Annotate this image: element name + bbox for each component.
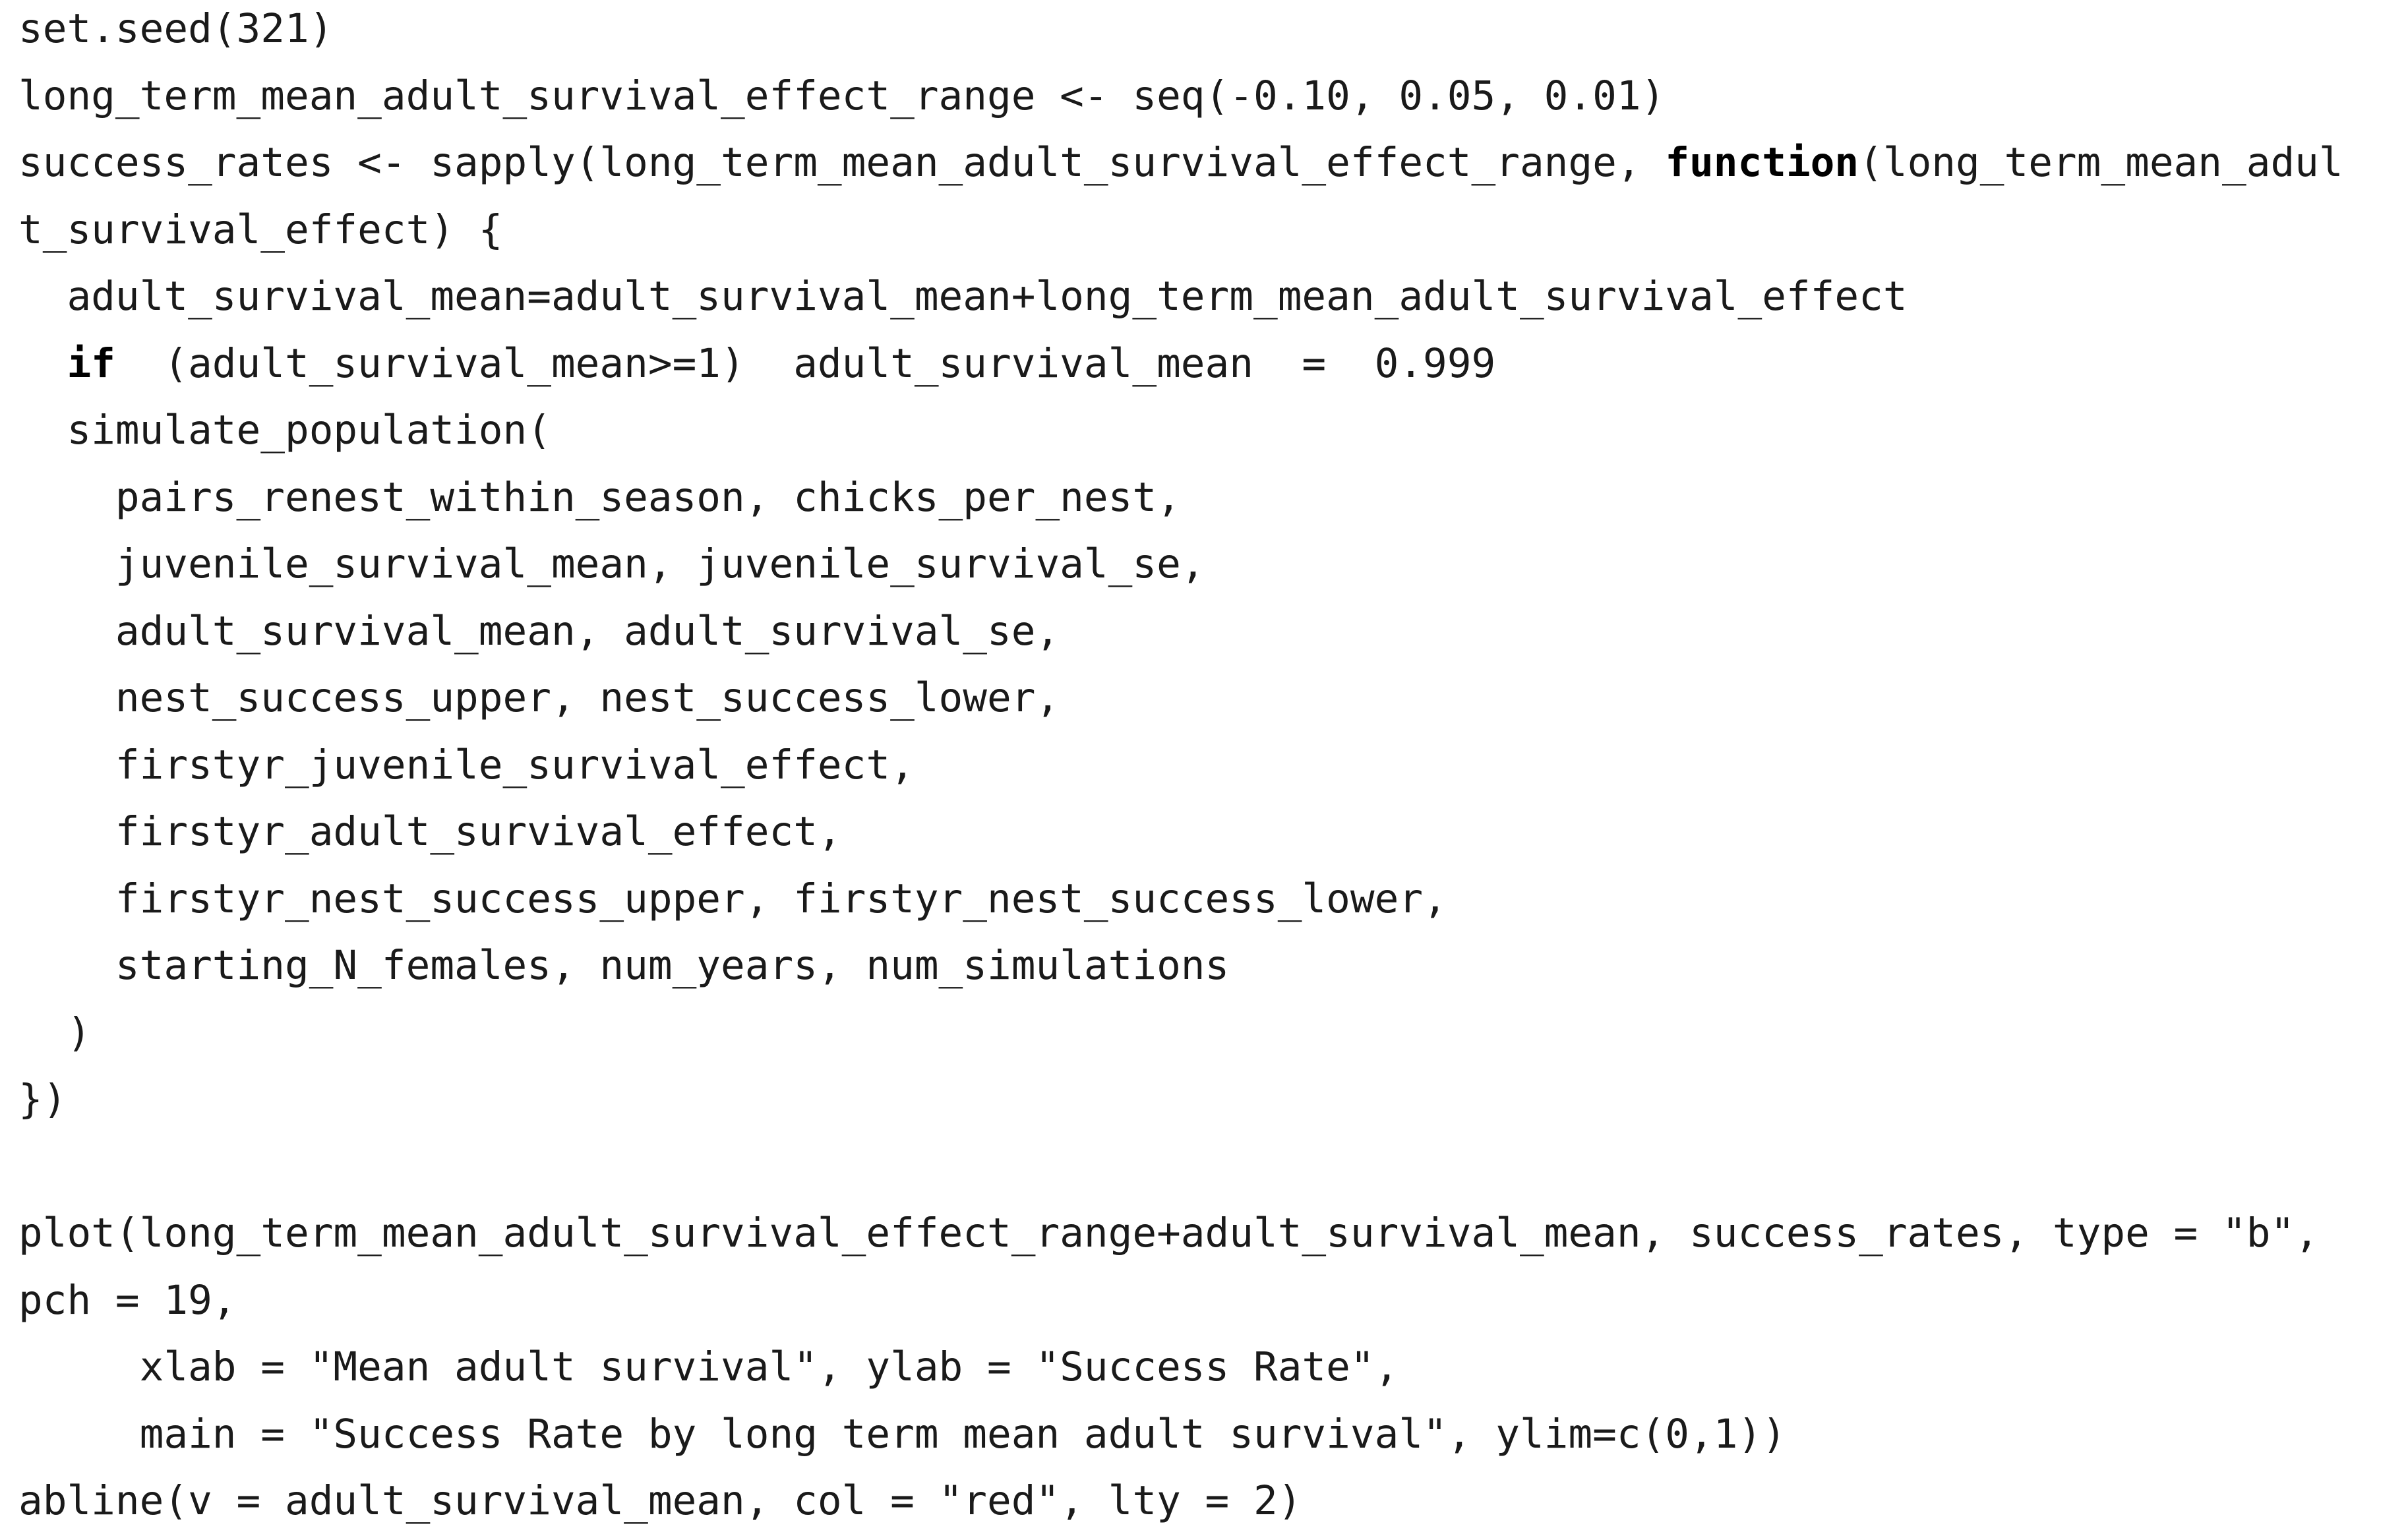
code-text: (long_term_mean_adul bbox=[1859, 139, 2343, 186]
code-line: pairs_renest_within_season, chicks_per_n… bbox=[18, 474, 1181, 521]
code-line: firstyr_nest_success_upper, firstyr_nest… bbox=[18, 875, 1447, 922]
code-line: plot(long_term_mean_adult_survival_effec… bbox=[18, 1210, 2319, 1256]
code-text bbox=[18, 340, 67, 387]
code-line: success_rates <- sapply(long_term_mean_a… bbox=[18, 130, 2343, 196]
code-text: (adult_survival_mean>=1) adult_survival_… bbox=[115, 340, 1496, 387]
code-line: if (adult_survival_mean>=1) adult_surviv… bbox=[18, 331, 1495, 397]
code-keyword: if bbox=[67, 340, 115, 387]
code-line: juvenile_survival_mean, juvenile_surviva… bbox=[18, 541, 1205, 587]
code-text: success_rates <- sapply(long_term_mean_a… bbox=[18, 139, 1666, 186]
code-line: firstyr_adult_survival_effect, bbox=[18, 808, 842, 855]
code-line: set.seed(321) bbox=[18, 5, 334, 52]
code-line: simulate_population( bbox=[18, 407, 551, 454]
code-line: long_term_mean_adult_survival_effect_ran… bbox=[18, 73, 1666, 119]
code-line: adult_survival_mean=adult_survival_mean+… bbox=[18, 273, 1908, 320]
code-line: firstyr_juvenile_survival_effect, bbox=[18, 742, 915, 788]
code-line: }) bbox=[18, 1076, 67, 1123]
code-editor: set.seed(321) long_term_mean_adult_surviv… bbox=[18, 0, 2399, 1524]
code-line: starting_N_females, num_years, num_simul… bbox=[18, 942, 1230, 989]
code-keyword: function bbox=[1665, 139, 1859, 186]
code-line: ) bbox=[18, 1009, 92, 1056]
code-line: adult_survival_mean, adult_survival_se, bbox=[18, 608, 1060, 655]
code-line: main = "Success Rate by long term mean a… bbox=[18, 1411, 1786, 1458]
code-line: pch = 19, bbox=[18, 1277, 237, 1324]
code-line: t_survival_effect) { bbox=[18, 206, 503, 253]
code-line: abline(v = adult_survival_mean, col = "r… bbox=[18, 1477, 1302, 1524]
code-line: nest_success_upper, nest_success_lower, bbox=[18, 674, 1060, 721]
code-line: xlab = "Mean adult survival", ylab = "Su… bbox=[18, 1343, 1399, 1390]
